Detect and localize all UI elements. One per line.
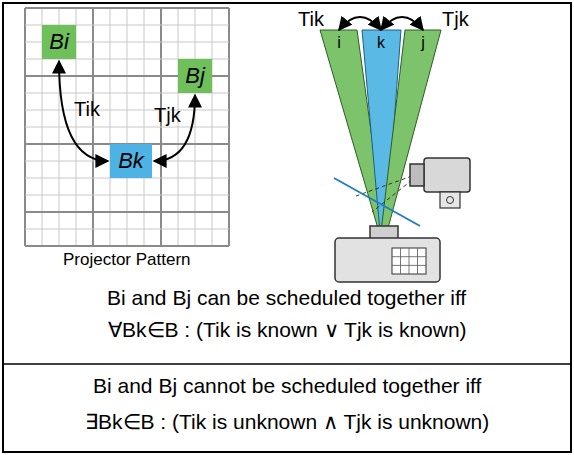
edge-label: Tjk [440, 8, 471, 31]
node-text: j [421, 34, 425, 52]
node-text: Bk [118, 148, 144, 174]
beam-label: i [328, 32, 350, 54]
outer-frame [3, 3, 571, 452]
pattern-grid [25, 8, 229, 246]
node-text: Bi [49, 29, 69, 55]
camera-body [424, 158, 470, 192]
edge-label: Tik [296, 8, 326, 31]
image-plane-line [334, 178, 420, 226]
beam-label: k [370, 32, 392, 54]
panel-caption: Projector Pattern [63, 250, 191, 270]
projector-body [335, 238, 440, 282]
condition-text: ∃Bk∈B : (Tik is unknown ∧ Tjk is unknown… [85, 410, 489, 434]
projector-beam [381, 30, 441, 232]
pattern-block: Bj [178, 59, 212, 93]
camera-ray [372, 180, 412, 212]
grille-cells [392, 248, 426, 274]
condition-text: Bi and Bj cannot be scheduled together i… [93, 374, 481, 398]
transition-arrow [59, 61, 108, 161]
pattern-block: Bi [42, 25, 76, 59]
node-text: Bj [185, 63, 205, 89]
camera-lens [410, 164, 424, 186]
edge-label: Tjk [152, 104, 183, 127]
projector-grille [392, 248, 426, 274]
node-text: k [377, 34, 385, 52]
edge-label: Tik [72, 98, 102, 121]
divider-line [3, 363, 571, 365]
camera-ray [356, 176, 412, 196]
transition-arrow [339, 17, 381, 30]
condition-text: Bi and Bj can be scheduled together iff [107, 286, 466, 310]
camera-screw [447, 197, 454, 204]
beam-label: j [412, 32, 434, 54]
node-text: i [337, 34, 341, 52]
transition-arrow [381, 17, 423, 30]
camera-mount [440, 192, 460, 208]
condition-text: ∀Bk∈B : (Tik is known ∨ Tjk is known) [108, 318, 467, 342]
pattern-block: Bk [110, 144, 152, 178]
